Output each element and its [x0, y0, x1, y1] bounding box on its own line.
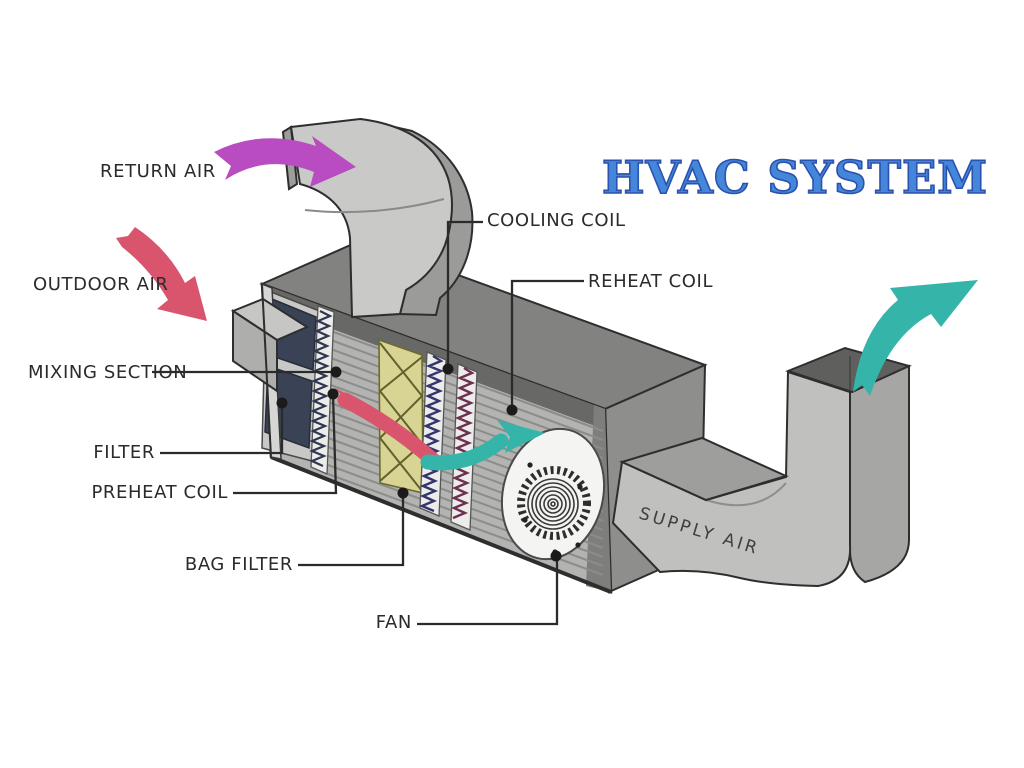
label-mixing-section: MIXING SECTION: [28, 362, 188, 383]
label-outdoor-air: OUTDOOR AIR: [33, 274, 169, 295]
cooling-coil-column: [418, 351, 447, 517]
label-reheat-coil: REHEAT COIL: [588, 271, 714, 292]
label-preheat-coil: PREHEAT COIL: [91, 482, 228, 503]
return-air-arrow: [214, 136, 356, 187]
leader-lines: [152, 220, 584, 626]
leader-dots: [276, 363, 562, 562]
outdoor-air-arrow: [116, 227, 207, 321]
supply-air-duct: SUPPLY AIR: [611, 346, 912, 588]
label-fan: FAN: [375, 612, 412, 633]
label-return-air: RETURN AIR: [100, 161, 216, 182]
supply-air-arrow: [853, 280, 978, 396]
internal-flow-arrow: [335, 388, 545, 471]
label-filter: FILTER: [93, 442, 155, 463]
preheat-coil-column: [309, 305, 335, 475]
label-bag-filter: BAG FILTER: [184, 554, 293, 575]
reheat-coil-column: [450, 363, 478, 531]
diagram-title: HVAC SYSTEM: [601, 150, 989, 205]
label-cooling-coil: COOLING COIL: [487, 210, 626, 231]
fan-blower: [500, 427, 606, 561]
